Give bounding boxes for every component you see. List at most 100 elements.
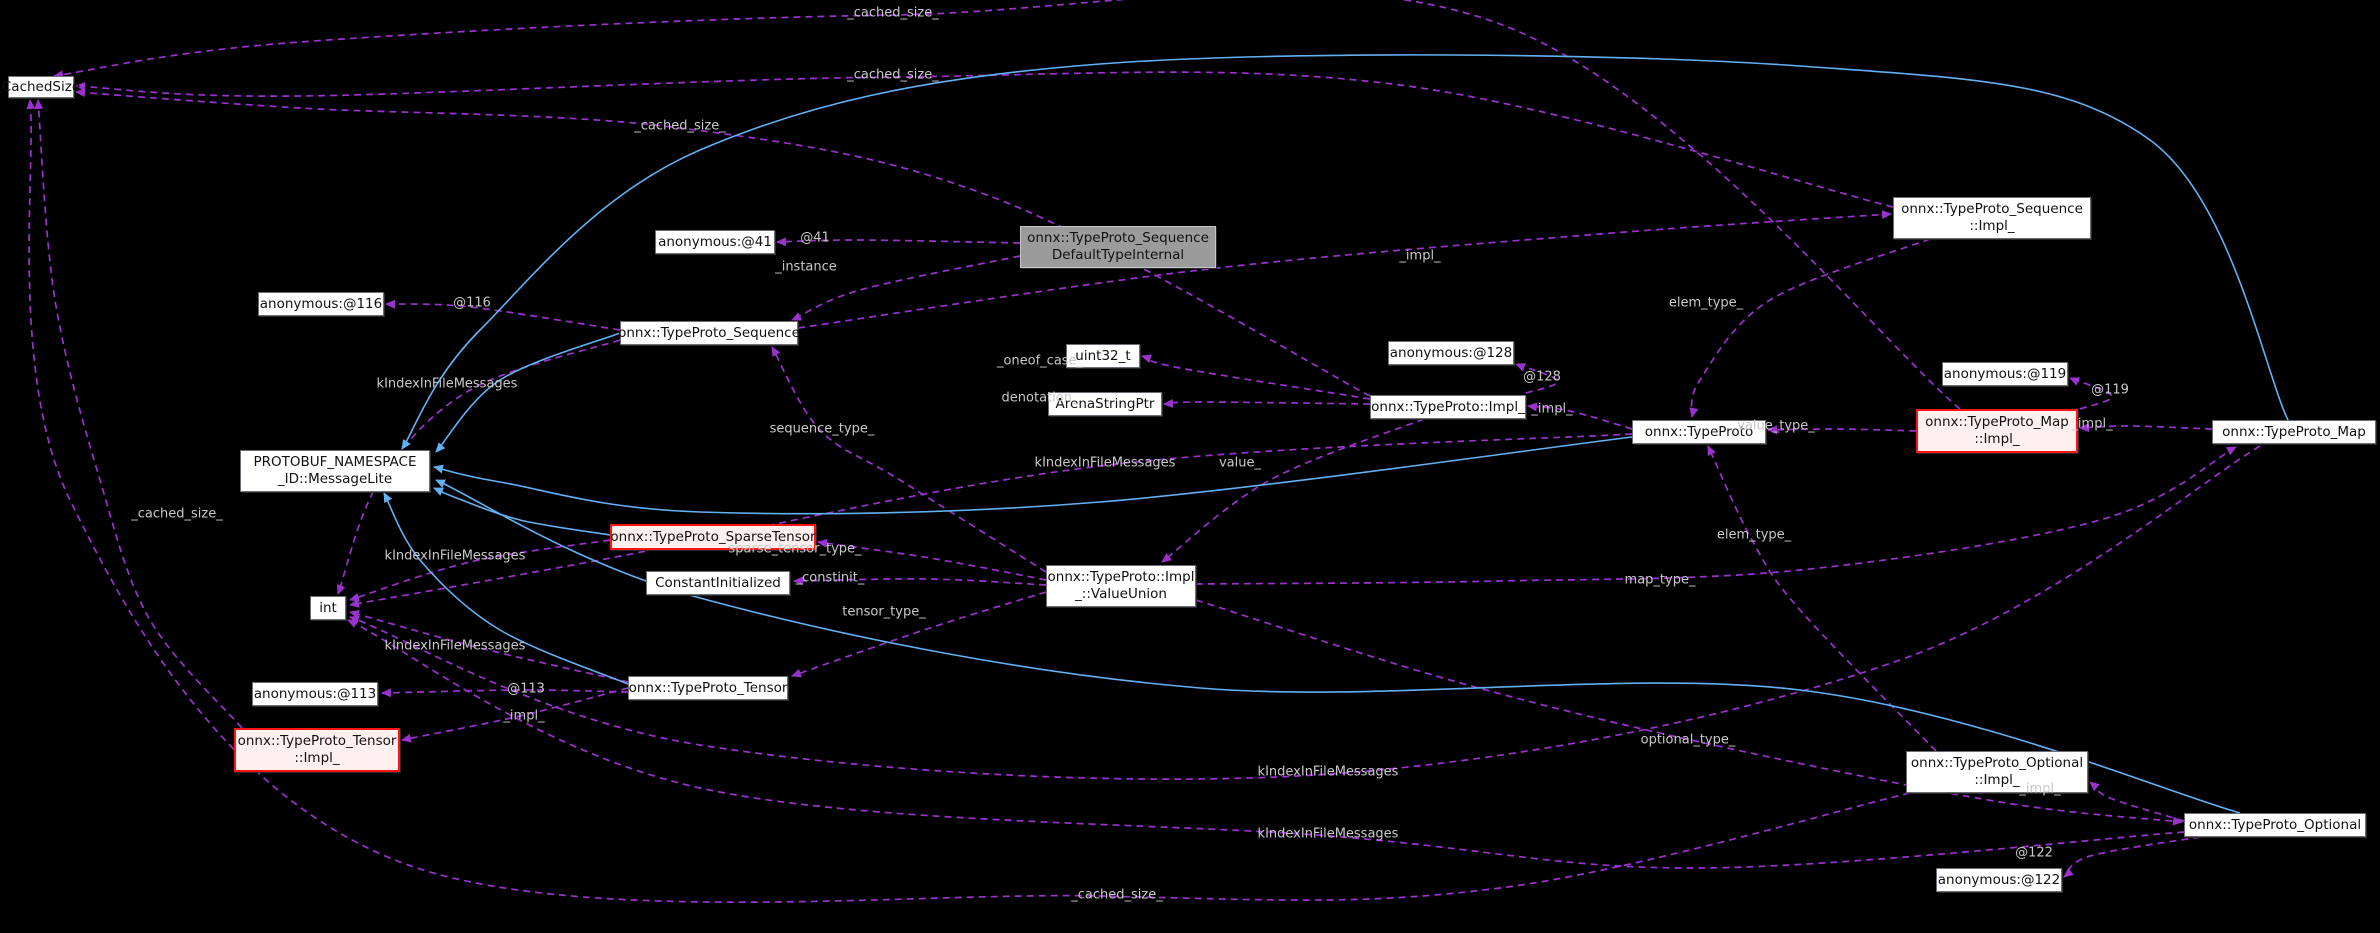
graph-edge-valueunion-sparse <box>817 538 1047 581</box>
graph-node-anon116[interactable]: anonymous:@116 <box>258 292 384 316</box>
graph-node-label: anonymous:@122 <box>1937 871 2061 888</box>
graph-node-valueunion[interactable]: onnx::TypeProto::Impl_::ValueUnion <box>1046 565 1196 607</box>
graph-edge-typeproto-messagelite <box>433 436 1633 515</box>
graph-node-opt_impl[interactable]: onnx::TypeProto_Optional::Impl_ <box>1906 751 2088 793</box>
graph-edge-tensor-messagelite <box>383 492 629 685</box>
graph-node-label: ::Impl_ <box>1974 431 2020 447</box>
graph-edge-sequence-messagelite <box>435 332 621 453</box>
graph-edge-seq_impl-cachedsize <box>75 71 1894 208</box>
graph-node-label: PROTOBUF_NAMESPACE <box>253 454 417 470</box>
graph-node-arenastr[interactable]: ArenaStringPtr <box>1048 392 1162 416</box>
graph-node-sequence[interactable]: onnx::TypeProto_Sequence <box>618 321 800 345</box>
graph-node-seq_impl[interactable]: onnx::TypeProto_Sequence::Impl_ <box>1893 197 2091 239</box>
graph-edge-sparse-int <box>349 539 611 602</box>
graph-edge-valueunion-optional <box>1195 599 2183 826</box>
graph-edge-map-map_impl <box>2079 423 2213 433</box>
graph-node-label: onnx::TypeProto_Map <box>1925 414 2069 430</box>
graph-edge-tensor-anon113 <box>381 688 629 698</box>
graph-node-label: onnx::TypeProto_Map <box>2222 423 2366 440</box>
graph-node-messagelite[interactable]: PROTOBUF_NAMESPACE_ID::MessageLite <box>240 450 430 492</box>
graph-node-label: ::Impl_ <box>294 750 340 766</box>
graph-node-constinit[interactable]: ConstantInitialized <box>646 571 790 595</box>
graph-edge-valueunion-tensor <box>791 591 1047 678</box>
graph-edge-optional-anon122 <box>2063 836 2201 878</box>
graph-node-label: onnx::TypeProto_Optional <box>2188 816 2362 833</box>
graph-edge-opt_impl-typeproto <box>1707 445 1937 752</box>
graph-node-anon119[interactable]: anonymous:@119 <box>1942 362 2068 386</box>
graph-edge-tensor-tensor_impl <box>401 687 629 743</box>
graph-edge-tensor-int <box>349 610 629 683</box>
graph-node-anon128[interactable]: anonymous:@128 <box>1388 341 1514 365</box>
graph-edge-map_impl-cachedsize <box>53 0 1961 410</box>
edges-group <box>26 0 2289 903</box>
graph-node-label: onnx::TypeProto_Tensor <box>237 733 397 749</box>
graph-node-anon113[interactable]: anonymous:@113 <box>252 682 378 706</box>
graph-edge-optional-int <box>347 619 2185 869</box>
graph-node-tensor_impl[interactable]: onnx::TypeProto_Tensor::Impl_ <box>234 728 400 772</box>
graph-edge-optional-messagelite <box>435 479 2241 814</box>
graph-node-label: int <box>319 599 337 616</box>
graph-edge-typeproto_impl-cachedsize <box>75 88 1371 397</box>
graph-edge-optional-opt_impl <box>2089 781 2185 822</box>
graph-edge-tensor_impl-cachedsize <box>34 99 243 729</box>
graph-node-label: onnx::TypeProto_Optional <box>1910 755 2084 771</box>
graph-node-map_impl[interactable]: onnx::TypeProto_Map::Impl_ <box>1916 409 2078 453</box>
graph-edge-seq_default-anon41 <box>776 237 1021 247</box>
graph-node-label: onnx::TypeProto <box>1644 423 1754 440</box>
graph-node-anon122[interactable]: anonymous:@122 <box>1936 868 2062 892</box>
graph-edge-sequence-anon116 <box>385 299 621 331</box>
graph-node-label: anonymous:@116 <box>259 295 383 312</box>
graph-node-optional[interactable]: onnx::TypeProto_Optional <box>2184 813 2366 837</box>
graph-node-label: onnx::TypeProto_Tensor <box>628 679 788 696</box>
graph-node-label: ::Impl_ <box>1969 218 2015 234</box>
graph-node-label: ::Impl_ <box>1974 772 2020 788</box>
graph-node-int[interactable]: int <box>310 596 346 620</box>
graph-node-label: anonymous:@113 <box>253 685 377 702</box>
graph-node-label: DefaultTypeInternal <box>1051 247 1185 263</box>
graph-edge-map_impl-typeproto <box>1767 425 1917 435</box>
graph-node-label: CachedSize <box>1 78 81 95</box>
graph-node-label: onnx::TypeProto_Sequence <box>1027 230 1209 246</box>
graph-node-label: onnx::TypeProto_Sequence <box>618 324 800 341</box>
graph-edge-typeproto-int <box>349 433 1633 608</box>
graph-edge-typeproto_impl-uint32 <box>1141 354 1371 400</box>
graph-edge-typeproto-typeproto_impl <box>1527 402 1633 430</box>
graph-edge-typeproto_impl-valueunion <box>1161 418 1425 563</box>
graph-node-uint32[interactable]: uint32_t <box>1066 344 1140 368</box>
graph-node-tensor[interactable]: onnx::TypeProto_Tensor <box>628 676 788 700</box>
graph-edge-map_impl-anon119 <box>2069 377 2113 410</box>
graph-edge-typeproto_impl-anon128 <box>1515 363 1559 394</box>
graph-edge-opt_impl-cachedsize <box>26 99 1911 903</box>
graph-edge-sparse-messagelite <box>433 487 611 536</box>
graph-edge-sequence-seq_impl <box>797 210 1892 329</box>
graph-edge-map-messagelite <box>401 54 2289 450</box>
graph-node-map[interactable]: onnx::TypeProto_Map <box>2212 420 2376 444</box>
graph-node-typeproto[interactable]: onnx::TypeProto <box>1632 420 1766 444</box>
graph-edge-seq_default-sequence <box>791 255 1021 321</box>
graph-edge-typeproto_impl-arenastr <box>1163 399 1371 409</box>
graph-node-label: _::ValueUnion <box>1075 586 1167 602</box>
graph-node-label: onnx::TypeProto_Sequence <box>1901 201 2083 217</box>
graph-node-label: ConstantInitialized <box>655 574 781 591</box>
graph-edge-valueunion-map <box>1195 446 2237 585</box>
graph-node-anon41[interactable]: anonymous:@41 <box>655 230 775 254</box>
graph-edge-sequence-int <box>336 339 621 595</box>
graph-node-label: anonymous:@41 <box>658 233 772 250</box>
graph-edge-map-int <box>349 445 2261 780</box>
graph-node-label: onnx::TypeProto::Impl <box>1047 569 1195 585</box>
graph-node-label: anonymous:@119 <box>1943 365 2067 382</box>
graph-node-label: anonymous:@128 <box>1389 344 1513 361</box>
graph-node-typeproto_impl[interactable]: onnx::TypeProto::Impl_ <box>1370 395 1526 419</box>
graph-node-label: uint32_t <box>1075 347 1131 364</box>
graph-edge-valueunion-constinit <box>793 576 1047 586</box>
graph-node-label: onnx::TypeProto::Impl_ <box>1371 398 1525 415</box>
graph-node-cachedsize[interactable]: CachedSize <box>2 76 80 98</box>
graph-edge-valueunion-sequence <box>771 346 1047 573</box>
graph-node-label: _ID::MessageLite <box>277 471 393 487</box>
graph-edge-seq_impl-typeproto <box>1689 238 1931 418</box>
graph-node-sparse[interactable]: onnx::TypeProto_SparseTensor <box>610 524 816 550</box>
graph-node-label: onnx::TypeProto_SparseTensor <box>610 528 816 545</box>
